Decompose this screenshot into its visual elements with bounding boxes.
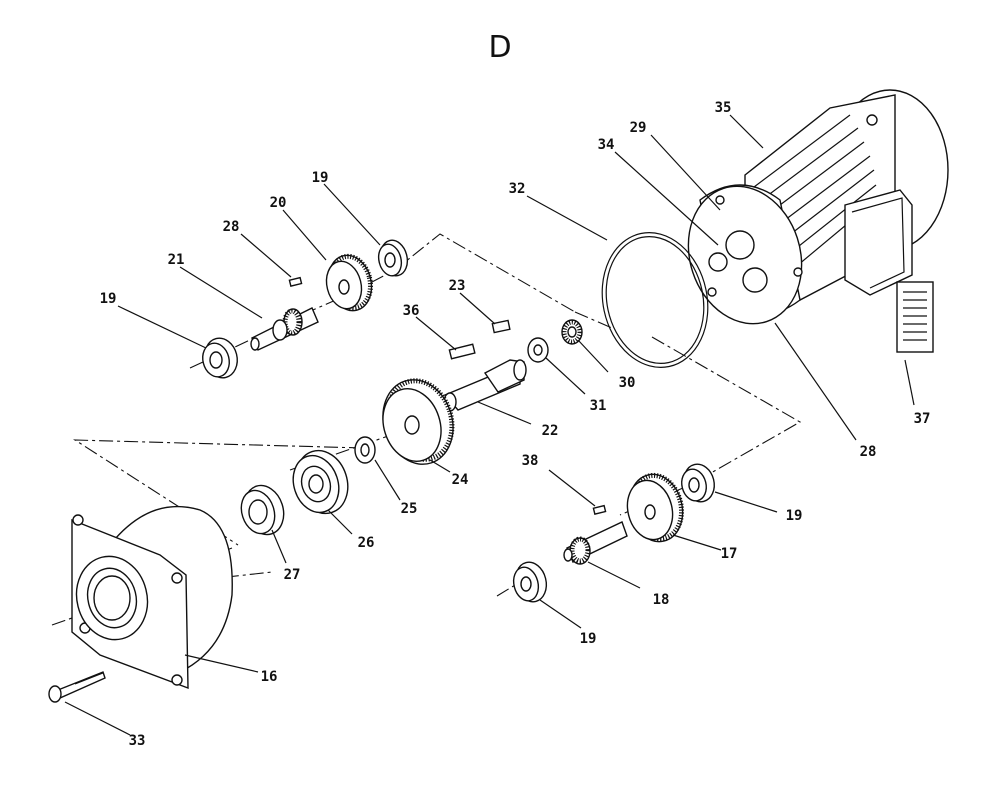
callout-29: 29 (630, 120, 647, 136)
bearing-19-bottom (512, 561, 548, 603)
callout-19: 19 (786, 508, 803, 524)
callout-26: 26 (358, 535, 375, 551)
pinion-shaft-21 (250, 307, 319, 351)
key-28 (288, 276, 303, 287)
callout-31: 31 (590, 398, 607, 414)
bearing-19-right (681, 463, 715, 503)
callout-36: 36 (403, 303, 420, 319)
leader-lines (64, 114, 915, 736)
key-36 (448, 343, 476, 360)
callout-34: 34 (598, 137, 615, 153)
gear-17 (626, 472, 685, 543)
callout-19: 19 (312, 170, 329, 186)
callout-24: 24 (452, 472, 469, 488)
callout-19: 19 (100, 291, 117, 307)
diagram-title: D (488, 30, 512, 65)
callout-27: 27 (284, 567, 301, 583)
bearing-19-left (202, 337, 238, 379)
callout-17: 17 (721, 546, 738, 562)
callout-labels: 35 29 34 32 19 20 28 21 19 23 36 30 31 2… (100, 100, 931, 749)
needle-bearing-30 (561, 319, 583, 345)
bearing-26 (292, 449, 349, 515)
o-ring-32 (601, 232, 709, 368)
bolt-33 (48, 671, 106, 703)
callout-28: 28 (860, 444, 877, 460)
callout-18: 18 (653, 592, 670, 608)
label-sheet-37 (896, 281, 934, 353)
motor-shaft-bore (725, 230, 755, 260)
callout-33: 33 (129, 733, 146, 749)
callout-16: 16 (261, 669, 278, 685)
shaft-22 (443, 359, 527, 412)
bearing-19-upper (377, 239, 409, 277)
callout-37: 37 (914, 411, 931, 427)
motor-35 (687, 89, 949, 325)
callout-25: 25 (401, 501, 418, 517)
key-23 (491, 319, 511, 334)
callout-30: 30 (619, 375, 636, 391)
motor-terminal-box (844, 189, 913, 296)
callout-35: 35 (715, 100, 732, 116)
bearing-27 (240, 484, 285, 536)
callout-20: 20 (270, 195, 287, 211)
gearbox-housing-16 (71, 505, 233, 690)
gear-20 (325, 253, 373, 312)
callout-28: 28 (223, 219, 240, 235)
pinion-shaft-18 (563, 521, 628, 565)
callout-22: 22 (542, 423, 559, 439)
callout-21: 21 (168, 252, 185, 268)
callout-38: 38 (522, 453, 539, 469)
motor-lifting-eye (866, 114, 878, 126)
key-38 (592, 504, 607, 515)
callout-32: 32 (509, 181, 526, 197)
gear-24 (382, 378, 455, 465)
washer-31 (527, 337, 549, 363)
washer-25 (354, 436, 376, 464)
callout-23: 23 (449, 278, 466, 294)
callout-19: 19 (580, 631, 597, 647)
